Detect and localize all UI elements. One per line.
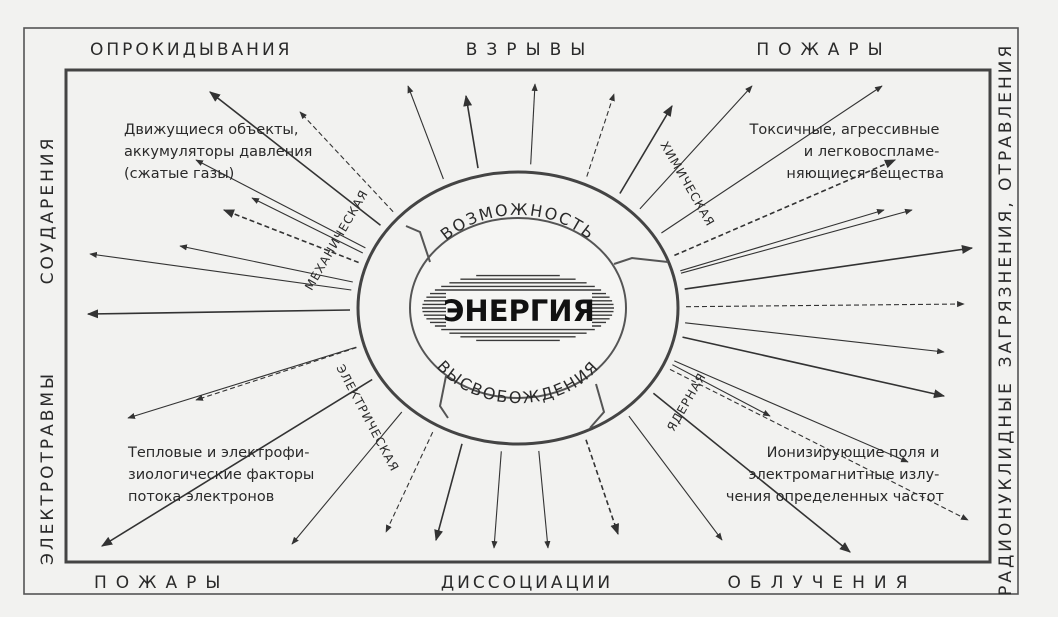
arrow — [530, 83, 538, 165]
edge-bottom-dissociation: ДИССОЦИАЦИИ — [441, 573, 613, 593]
edge-top-explosions: ВЗРЫВЫ — [466, 40, 594, 60]
arrow — [652, 392, 851, 553]
divider-bottom-right — [589, 383, 606, 429]
edge-bottom-irradiation: ОБЛУЧЕНИЯ — [728, 573, 917, 593]
desc-top-left: Движущиеся объекты, аккумуляторы давлени… — [124, 122, 317, 182]
arrow — [680, 209, 885, 272]
arrow — [222, 209, 359, 264]
desc-bottom-right: Ионизирующие поля и электромагнитные изл… — [726, 445, 945, 505]
inner-frame — [64, 68, 992, 564]
arrow — [385, 431, 434, 533]
core-label-backdrop — [446, 292, 592, 328]
edge-left-electrotrauma: ЭЛЕКТРОТРАВМЫ — [38, 371, 58, 565]
arrow — [685, 322, 945, 355]
arrow — [463, 94, 479, 169]
edge-right-pollution-poisoning: ЗАГРЯЗНЕНИЯ, ОТРАВЛЕНИЯ — [996, 43, 1016, 368]
arrow — [89, 251, 352, 291]
arrow — [661, 85, 883, 234]
desc-top-right: Токсичные, агрессивные и легковоспламе- … — [748, 122, 944, 182]
divider-bottom-left — [438, 375, 449, 419]
desc-bottom-left: Тепловые и электрофи- зиологические факт… — [127, 445, 319, 505]
edge-top-overturning: ОПРОКИДЫВАНИЯ — [90, 40, 292, 60]
divider-top-left — [405, 225, 431, 263]
arrow — [680, 208, 913, 274]
arrow — [628, 415, 723, 541]
radiating-arrows — [86, 83, 974, 553]
arrow — [291, 411, 403, 545]
arrow — [86, 309, 351, 319]
arrow — [684, 244, 974, 290]
arrow — [101, 378, 373, 547]
arrow — [434, 443, 463, 542]
arrow — [179, 244, 353, 283]
arrow — [491, 451, 502, 549]
arrow — [299, 111, 394, 213]
arrow — [674, 159, 897, 257]
arrow — [209, 91, 381, 226]
arrow — [195, 347, 357, 401]
edge-bottom-fires: ПОЖАРЫ — [94, 573, 229, 593]
arrow — [127, 346, 357, 419]
edge-left-collisions: СОУДАРЕНИЯ — [38, 136, 58, 285]
core-label: ЭНЕРГИЯ — [443, 294, 595, 328]
arrow — [674, 360, 909, 463]
arrow — [195, 159, 366, 249]
arrow — [407, 85, 444, 180]
arrow — [538, 450, 551, 549]
arrow — [672, 364, 771, 417]
arrow — [639, 85, 753, 210]
arrow — [682, 336, 946, 399]
arrow — [585, 439, 620, 536]
arrow — [685, 300, 965, 308]
sector-nuclear: ЯДЕРНАЯ — [664, 370, 709, 433]
divider-top-right — [613, 256, 669, 265]
outer-frame — [23, 27, 1019, 595]
edge-right-radionuclide: РАДИОНУКЛИДНЫЕ — [996, 380, 1016, 596]
edge-top-fires: ПОЖАРЫ — [756, 40, 891, 60]
arrow — [619, 105, 673, 194]
arrow — [586, 93, 615, 177]
arrow — [251, 197, 364, 254]
